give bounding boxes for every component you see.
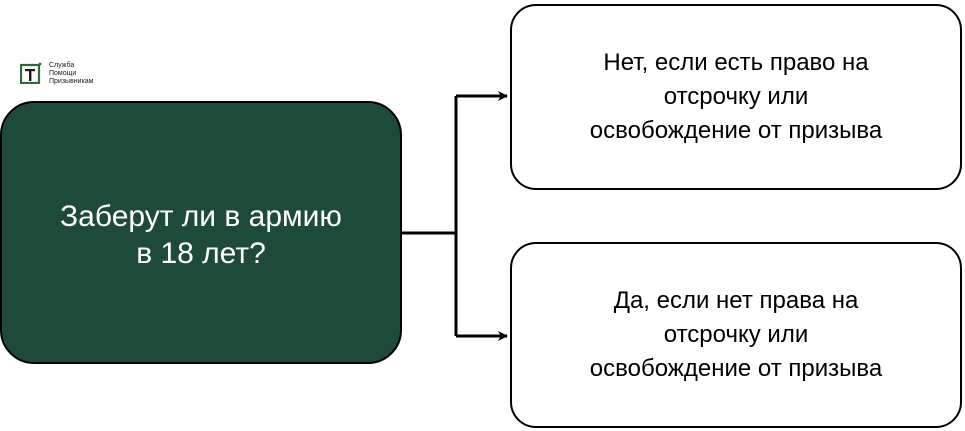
question-line: Заберут ли в армию [60, 199, 342, 233]
logo-icon [20, 62, 42, 84]
logo: Служба Помощи Призывникам [20, 62, 94, 86]
question-text: Заберут ли в армию в 18 лет? [60, 198, 342, 272]
answer-line: освобождение от призыва [589, 355, 883, 382]
logo-line: Помощи [49, 70, 77, 77]
answer-line: Да, если нет права на [613, 287, 859, 314]
question-box: Заберут ли в армию в 18 лет? [0, 101, 402, 364]
answer-text: Да, если нет права на отсрочку или освоб… [590, 284, 882, 386]
logo-line: Призывникам [49, 78, 94, 85]
answer-box-yes: Да, если нет права на отсрочку или освоб… [510, 242, 962, 428]
question-line: в 18 лет? [136, 236, 266, 270]
answer-text: Нет, если есть право на отсрочку или осв… [590, 46, 882, 148]
logo-text: Служба Помощи Призывникам [49, 62, 94, 86]
answer-line: отсрочку или [663, 83, 809, 110]
logo-line: Служба [49, 62, 75, 69]
answer-box-no: Нет, если есть право на отсрочку или осв… [510, 4, 962, 190]
answer-line: отсрочку или [663, 321, 809, 348]
answer-line: освобождение от призыва [589, 117, 883, 144]
answer-line: Нет, если есть право на [603, 49, 869, 76]
